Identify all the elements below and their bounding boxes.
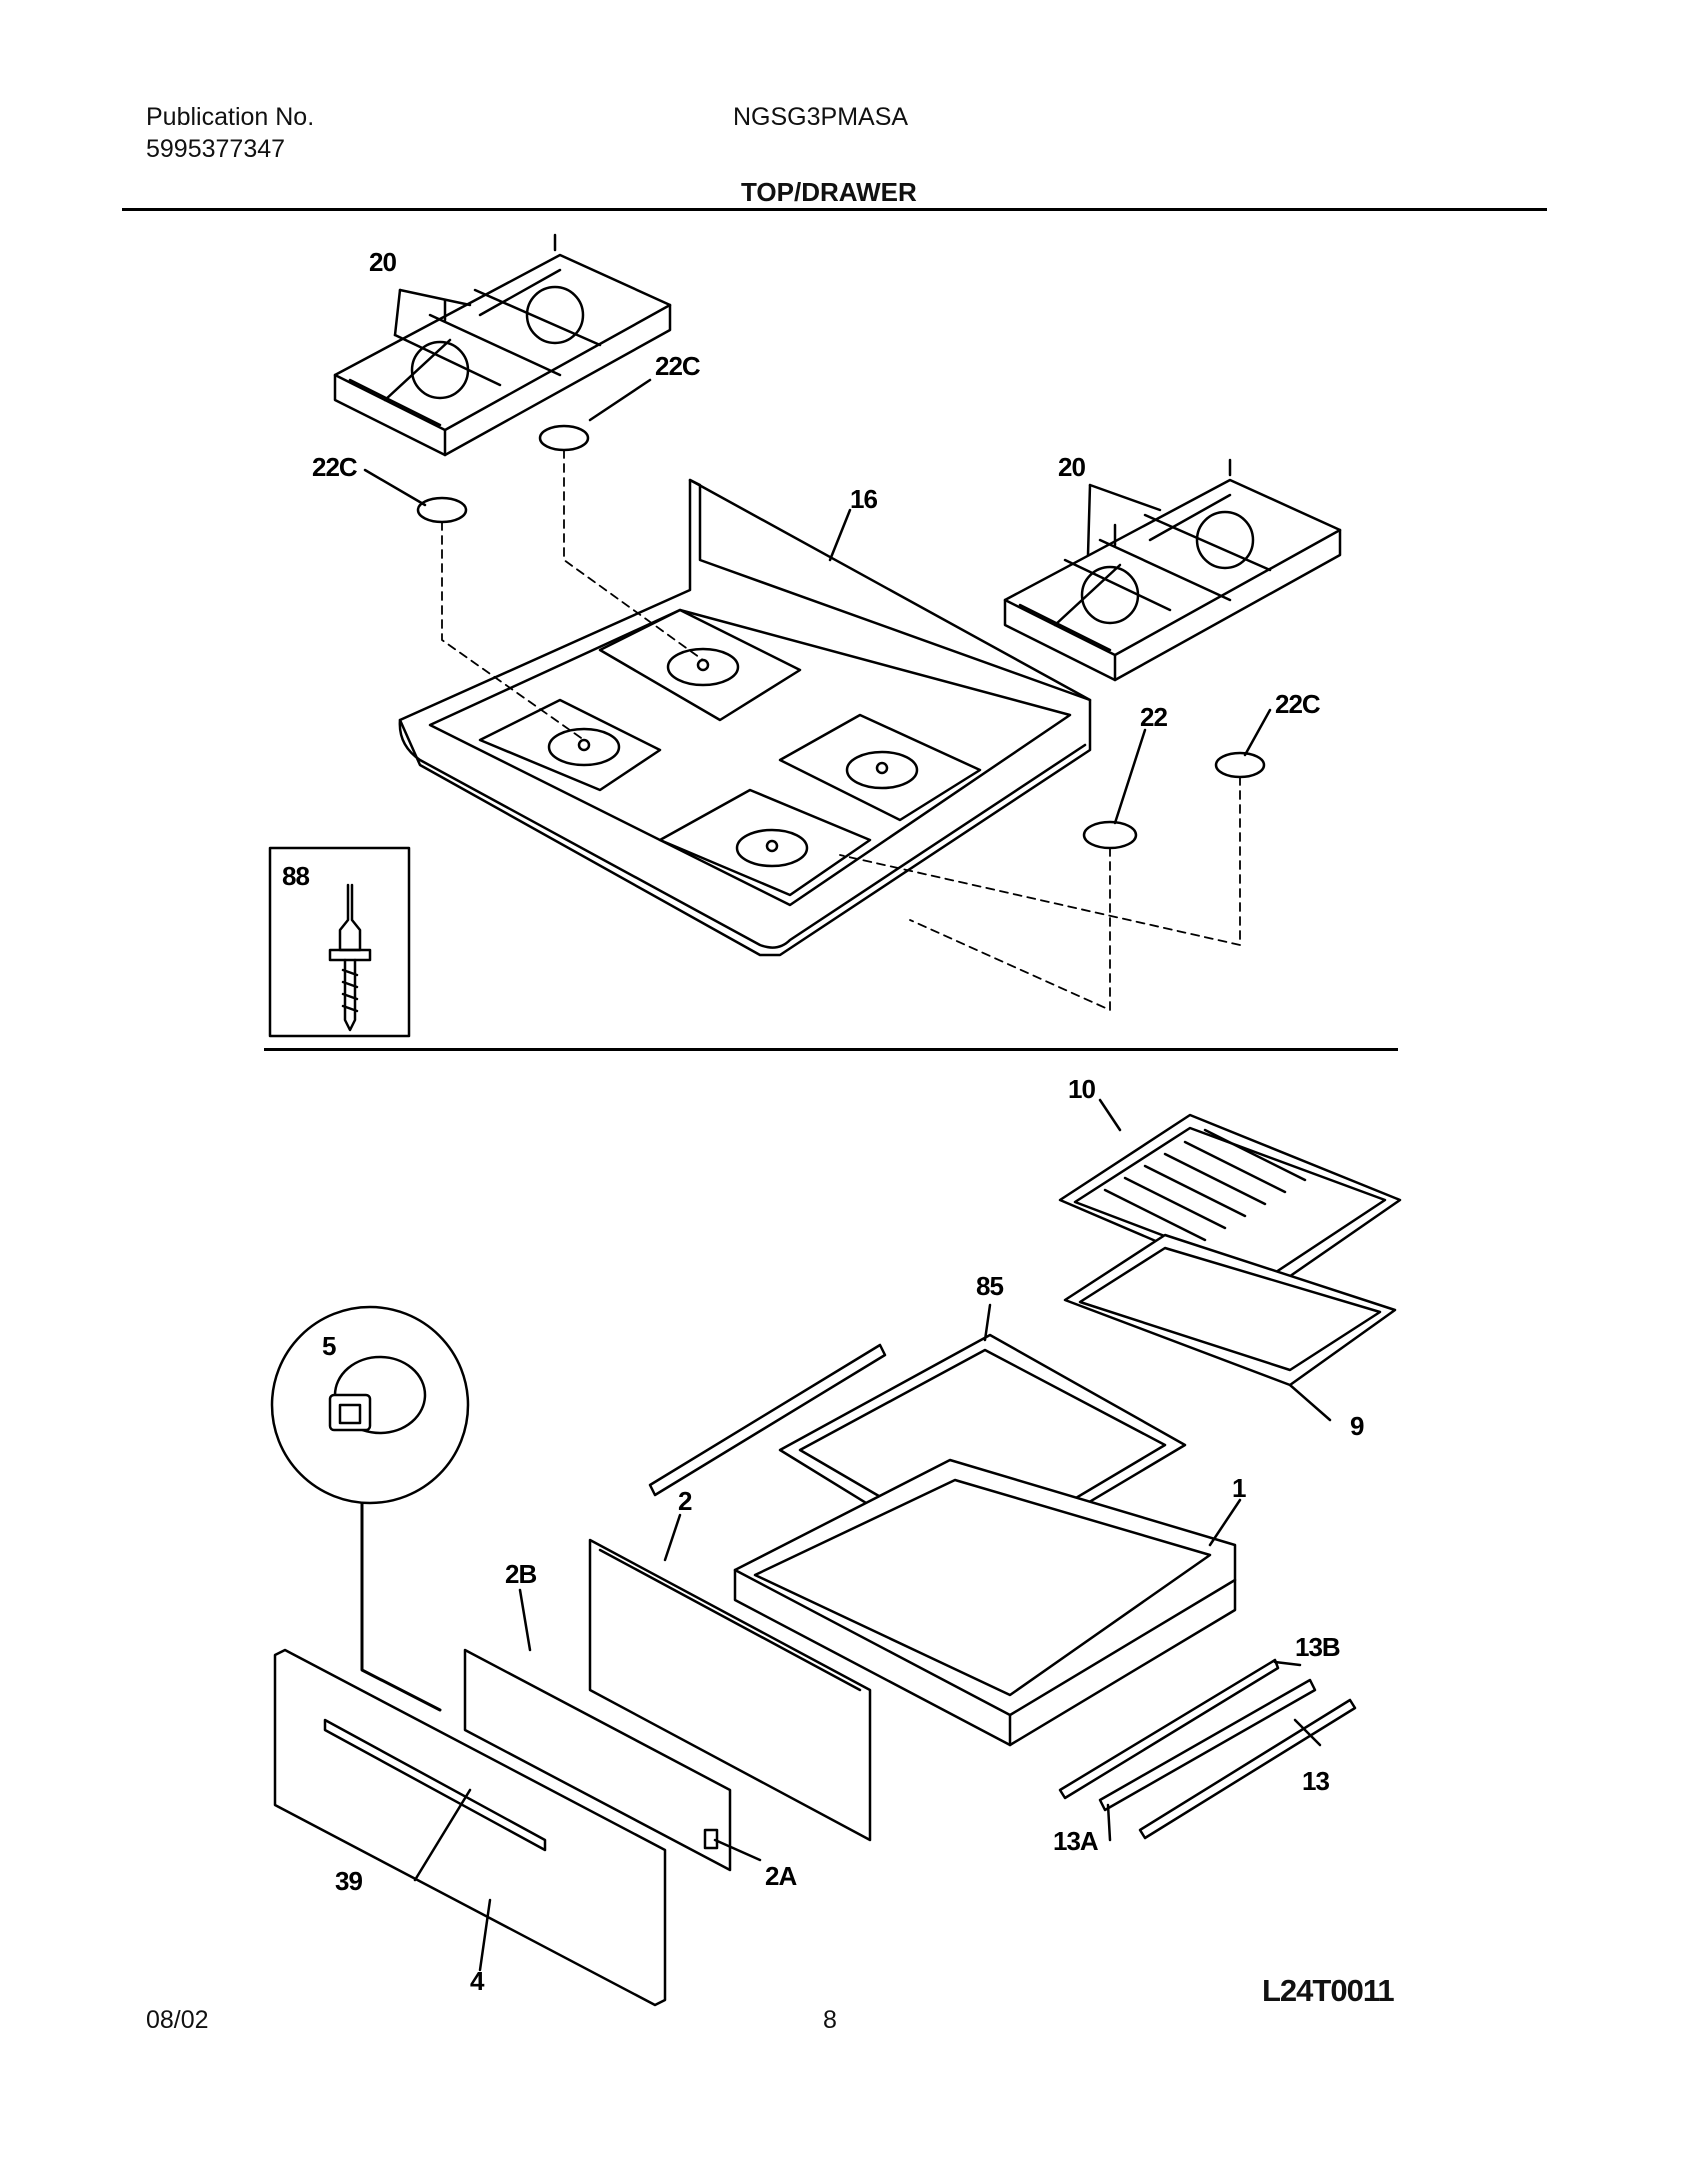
cooktop-panel <box>398 478 1092 957</box>
callout-4: 4 <box>470 1966 485 1996</box>
callout-20-left: 20 <box>369 247 396 277</box>
burner-cap-22c-right <box>1214 751 1266 779</box>
screw-88 <box>328 883 372 1032</box>
header-divider <box>122 208 1547 211</box>
spacer-2a <box>703 1828 719 1850</box>
burner-cap-22c-upper <box>538 424 590 452</box>
page-number: 8 <box>823 2006 837 2034</box>
callout-85: 85 <box>976 1271 1003 1301</box>
callout-22c-left: 22C <box>312 452 358 482</box>
slide-13b <box>1058 1658 1280 1800</box>
callout-22c-upper: 22C <box>655 351 701 381</box>
callout-20-right: 20 <box>1058 452 1085 482</box>
callout-1: 1 <box>1232 1473 1246 1503</box>
slide-13a <box>1098 1678 1317 1812</box>
publication-label: Publication No. <box>146 103 315 131</box>
slide-13 <box>1138 1698 1357 1840</box>
broiler-pan <box>1063 1233 1397 1387</box>
callout-13a: 13A <box>1053 1826 1099 1856</box>
callout-88: 88 <box>282 861 309 891</box>
drawer-front <box>273 1648 667 2007</box>
grate-pair-right <box>1003 458 1342 682</box>
figure-code: L24T0011 <box>1262 1973 1395 2008</box>
publication-date: 08/02 <box>146 2006 209 2034</box>
grate-pair-left <box>333 233 672 457</box>
callout-5: 5 <box>322 1331 336 1361</box>
callout-2b: 2B <box>505 1559 536 1589</box>
callout-39: 39 <box>335 1866 362 1896</box>
drawer-panel-2b <box>463 1648 732 1872</box>
callout-13b: 13B <box>1295 1632 1340 1662</box>
burner-cap-22 <box>1082 820 1138 850</box>
drawer-handle <box>323 1718 547 1852</box>
section-divider <box>264 1048 1398 1051</box>
callout-2: 2 <box>678 1486 692 1516</box>
section-title: TOP/DRAWER <box>741 177 917 207</box>
callout-10: 10 <box>1068 1074 1095 1104</box>
clip-5 <box>328 1355 427 1435</box>
callout-16: 16 <box>850 484 877 514</box>
burner-cap-22c-left <box>416 496 468 524</box>
drawer-body <box>733 1458 1237 1747</box>
callout-22: 22 <box>1140 702 1167 732</box>
callout-9: 9 <box>1350 1411 1364 1441</box>
drawer-back <box>588 1538 872 1842</box>
publication-number: 5995377347 <box>146 135 286 163</box>
rail-upper <box>648 1343 887 1497</box>
model-number: NGSG3PMASA <box>733 103 909 131</box>
callout-22c-right: 22C <box>1275 689 1321 719</box>
callout-13: 13 <box>1302 1766 1329 1796</box>
callout-2a: 2A <box>765 1861 797 1891</box>
